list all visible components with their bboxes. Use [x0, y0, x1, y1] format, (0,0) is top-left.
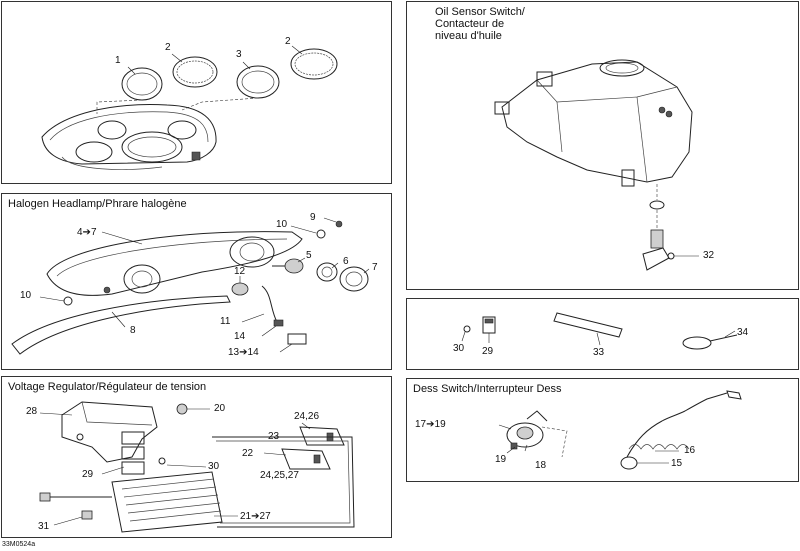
screw-10b — [63, 296, 73, 306]
label-cap-7: 7 — [372, 262, 378, 273]
label-socket-6: 6 — [343, 256, 349, 267]
bolt-31 — [81, 510, 93, 520]
label-misc-33: 33 — [593, 347, 605, 358]
misc-parts-panel: 30 29 33 34 — [406, 298, 799, 370]
label-bracket-29: 29 — [82, 469, 94, 480]
screw-30 — [158, 457, 166, 465]
dust-cap-7 — [339, 266, 369, 292]
wire-11 — [261, 285, 278, 323]
headlamp-drawing — [11, 217, 370, 355]
label-dess-17-19: 17➔19 — [415, 419, 446, 430]
dess-panel: Dess Switch/Interrupteur Dess 17➔19 19 1… — [406, 378, 799, 482]
bracket-28 — [61, 401, 158, 475]
oil-sensor-drawing — [494, 59, 699, 271]
label-nut-9: 9 — [310, 212, 316, 223]
tube-33 — [553, 312, 623, 338]
voltage-regulator-21 — [111, 471, 223, 533]
gauge-bezel-2a — [172, 56, 218, 88]
label-wire-11: 11 — [220, 316, 231, 327]
label-relay-22: 22 — [242, 448, 254, 459]
gauges-drawing — [41, 45, 338, 170]
headlamp-title: Halogen Headlamp/Phrare halogène — [8, 198, 187, 210]
dess-drawing — [498, 390, 742, 470]
label-screw-10b: 10 — [20, 290, 32, 301]
oil-sensor-switch-32 — [642, 229, 675, 271]
label-relay-23: 23 — [268, 431, 280, 442]
oil-tank — [494, 59, 693, 187]
adjust-knob-12 — [231, 282, 249, 296]
label-knob-12: 12 — [234, 266, 246, 277]
headlamp-bulb-5 — [272, 258, 304, 274]
label-dess-18: 18 — [535, 460, 547, 471]
regulator-panel: Voltage Regulator/Régulateur de tension — [1, 376, 392, 538]
label-misc-30: 30 — [453, 343, 465, 354]
screw-10 — [316, 229, 326, 239]
label-screw-20: 20 — [214, 403, 226, 414]
gauge-bezel-2b — [290, 48, 338, 80]
oil-sensor-title: Oil Sensor Switch/ Contacteur de niveau … — [435, 6, 525, 42]
tie-wrap-34 — [682, 334, 738, 350]
label-relay-24-26: 24,26 — [294, 411, 320, 422]
relay-22 — [281, 448, 331, 470]
headlamp-panel: Halogen Headlamp/Phrare halogène — [1, 193, 392, 370]
tether-cord-16 — [620, 390, 742, 470]
regulator-drawing — [39, 401, 355, 533]
label-gauge-3: 3 — [236, 49, 242, 60]
relay-23 — [299, 426, 345, 446]
label-dess-15: 15 — [671, 458, 683, 469]
label-trim-8: 8 — [130, 325, 136, 336]
screw-20 — [176, 403, 188, 415]
wire-harness — [212, 436, 355, 528]
label-dess-19: 19 — [495, 454, 507, 465]
instrument-cluster-housing — [41, 104, 217, 170]
connector-13 — [287, 333, 307, 345]
label-relay-24-25-27: 24,25,27 — [260, 470, 299, 481]
fuse-holder-29 — [482, 316, 496, 334]
label-bolt-31: 31 — [38, 521, 50, 532]
dess-title: Dess Switch/Interrupteur Dess — [413, 383, 562, 395]
label-bulb-5: 5 — [306, 250, 312, 261]
figure-reference: 33M0524a — [2, 541, 36, 548]
trim-strip-8 — [11, 295, 231, 355]
screw-30 — [463, 325, 471, 333]
connector-14 — [273, 319, 284, 327]
label-screw-10: 10 — [276, 219, 288, 230]
regulator-title: Voltage Regulator/Régulateur de tension — [8, 381, 207, 393]
label-bezel-2a: 2 — [165, 42, 171, 53]
gauges-panel: 1 2 3 2 — [1, 1, 392, 184]
label-dess-16: 16 — [684, 445, 696, 456]
bulb-socket-6 — [316, 262, 338, 282]
nut-9 — [335, 220, 343, 228]
headlamp-housing — [46, 231, 303, 296]
dess-switch-17-19 — [506, 410, 548, 450]
label-misc-34: 34 — [737, 327, 749, 338]
label-bracket-28: 28 — [26, 406, 38, 417]
bolt-left-top — [39, 492, 51, 502]
gauge-1 — [121, 67, 163, 101]
label-connector-13-14: 13➔14 — [228, 347, 259, 358]
label-gauge-1: 1 — [115, 55, 121, 66]
label-regulator-21-27: 21➔27 — [240, 511, 271, 522]
label-headlamp-assembly: 4➔7 — [77, 227, 97, 238]
misc-parts-drawing — [461, 312, 738, 350]
label-misc-29: 29 — [482, 346, 494, 357]
label-bezel-2b: 2 — [285, 36, 291, 47]
gauge-3 — [236, 65, 280, 99]
label-screw-30: 30 — [208, 461, 220, 472]
label-connector-14: 14 — [234, 331, 246, 342]
grommet — [649, 200, 665, 210]
oil-sensor-panel: Oil Sensor Switch/ Contacteur de niveau … — [406, 1, 799, 290]
label-oil-sensor-32: 32 — [703, 250, 715, 261]
